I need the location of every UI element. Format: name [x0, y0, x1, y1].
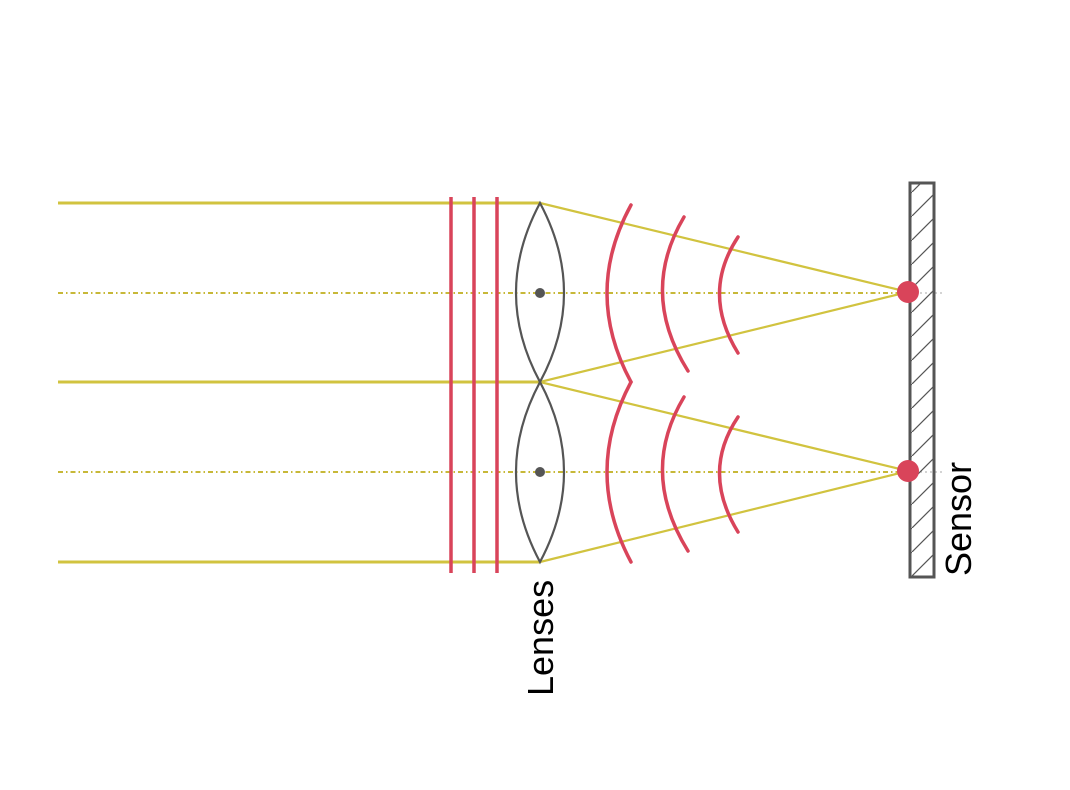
converging-ray-4	[539, 469, 909, 564]
wavefront-lower-3	[717, 415, 740, 534]
converging-ray-1	[539, 201, 909, 294]
converging-wavefronts	[605, 203, 740, 564]
wavefront-lower-1	[605, 380, 633, 564]
wavefront-upper-1	[605, 203, 633, 384]
sensor	[908, 181, 936, 579]
lenses	[514, 200, 566, 565]
lenses-label: Lenses	[520, 580, 561, 696]
converging-ray-3	[539, 380, 909, 473]
wavefront-upper-2	[660, 215, 690, 373]
converging-rays	[539, 201, 909, 564]
wavefront-upper-3	[717, 235, 740, 355]
wavefront-lower-2	[660, 395, 690, 553]
sensor-plate	[908, 181, 936, 579]
plane-wavefronts	[449, 197, 499, 573]
lens-lower-center	[535, 467, 545, 477]
incoming-rays	[58, 201, 540, 564]
focus-point-upper	[897, 281, 919, 303]
lens-lower	[514, 379, 566, 565]
lens-upper-center	[535, 288, 545, 298]
converging-ray-2	[539, 290, 909, 384]
sensor-label: Sensor	[938, 462, 979, 576]
optical-axes	[58, 292, 910, 473]
focus-point-lower	[897, 460, 919, 482]
